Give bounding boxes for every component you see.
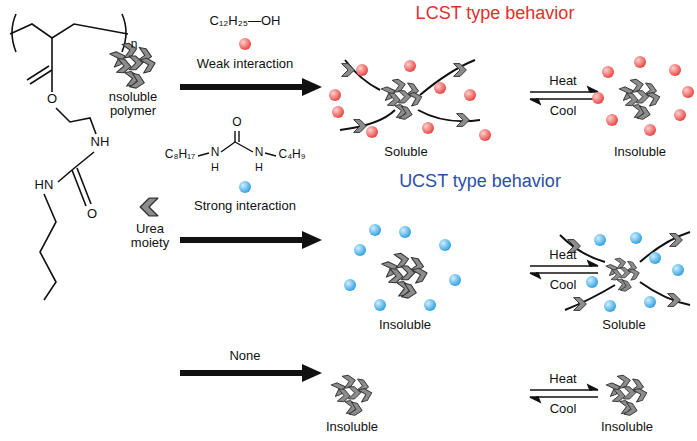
text-label: Soluble bbox=[384, 145, 427, 159]
text-label: Cool bbox=[550, 104, 577, 118]
text-label: Soluble bbox=[602, 318, 645, 332]
text-label: nsoluble polymer bbox=[102, 90, 164, 119]
text-label: Cool bbox=[550, 278, 577, 292]
polymer-structure bbox=[10, 14, 128, 300]
text-label: N bbox=[255, 146, 264, 159]
text-label: Strong interaction bbox=[194, 199, 296, 213]
text-label: C₈H₁₇ bbox=[165, 148, 195, 161]
equilibrium-arrows bbox=[530, 87, 598, 402]
text-label: Heat bbox=[549, 372, 576, 386]
urea-reagent bbox=[198, 131, 276, 156]
behavior-heading: LCST type behavior bbox=[416, 4, 575, 24]
alcohol-dot bbox=[239, 38, 251, 50]
text-label: Insoluble bbox=[614, 145, 666, 159]
text-label: Weak interaction bbox=[197, 57, 294, 71]
text-label: NH bbox=[91, 135, 110, 149]
text-label: Insoluble bbox=[601, 420, 653, 434]
text-label: O bbox=[87, 207, 97, 221]
text-label: Insoluble bbox=[379, 318, 431, 332]
text-label: None bbox=[229, 349, 260, 363]
reaction-arrows bbox=[180, 78, 322, 382]
lcst-soluble bbox=[329, 60, 491, 141]
ucst-soluble bbox=[560, 232, 690, 312]
text-label: Heat bbox=[549, 248, 576, 262]
text-label: N bbox=[211, 146, 220, 159]
insoluble-pile bbox=[606, 374, 648, 416]
urea-dot bbox=[239, 181, 251, 193]
text-label: Heat bbox=[549, 74, 576, 88]
insoluble-pile bbox=[331, 374, 373, 416]
lcst-insoluble bbox=[592, 56, 694, 136]
text-label: Cool bbox=[550, 402, 577, 416]
urea-icon bbox=[140, 198, 158, 216]
text-label: H bbox=[255, 161, 263, 173]
text-label: Urea moiety bbox=[125, 222, 175, 251]
text-label: HN bbox=[35, 178, 54, 192]
text-label: H bbox=[211, 161, 219, 173]
ucst-insoluble bbox=[344, 224, 461, 311]
text-label: n bbox=[131, 38, 138, 51]
text-label: C₄H₉ bbox=[279, 148, 306, 161]
text-label: C₁₂H₂₅—OH bbox=[210, 14, 281, 28]
text-label: O bbox=[232, 116, 241, 129]
text-label: O bbox=[47, 92, 57, 106]
text-label: Insoluble bbox=[326, 420, 378, 434]
behavior-heading: UCST type behavior bbox=[399, 172, 561, 192]
